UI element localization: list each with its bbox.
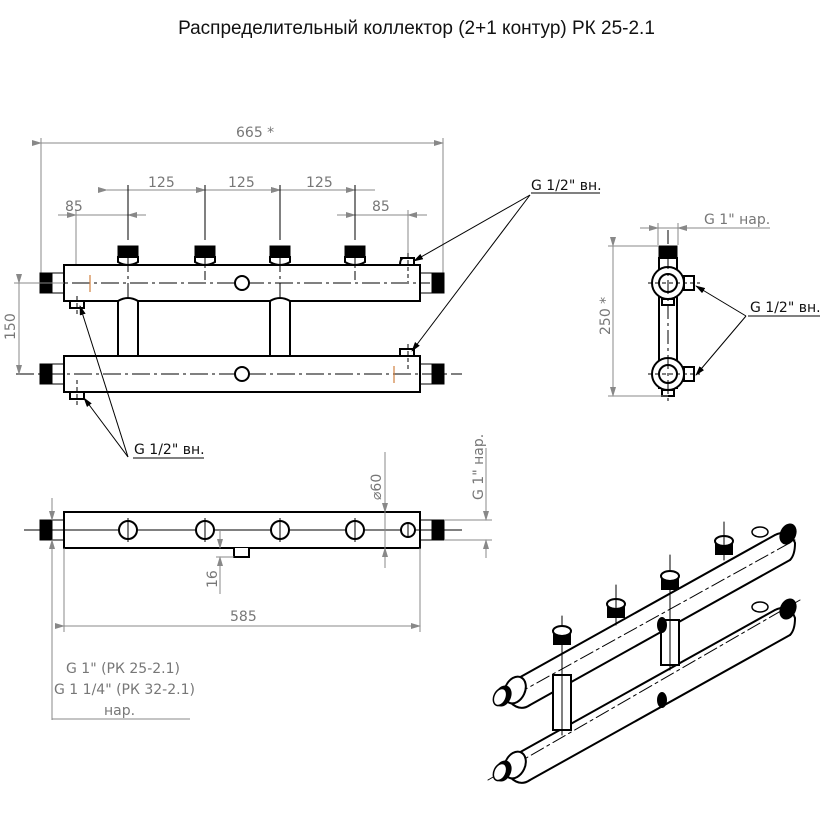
dim-spacing-2: 125 [148,175,175,191]
side-callout: G 1/2" вн. [750,300,821,316]
isometric-view [487,521,801,784]
top-dim-thread: G 1" нар. [471,434,487,500]
vent-port-top [398,257,415,266]
top-view-outlets [118,518,416,542]
bypass-tube-1 [117,297,139,361]
dim-spacing-5: 85 [372,199,390,215]
bypass-tube-2 [269,297,291,361]
sensor-port-bottom [234,366,250,382]
thread-note-line-3: нар. [104,703,135,719]
dim-diameter: 60 [369,474,385,492]
callout-bottom-left: G 1/2" вн. [134,442,205,458]
dim-length: 585 [230,609,257,625]
dim-spacing-3: 125 [228,175,255,191]
sensor-port-top [234,275,250,291]
side-dim-height: 250 * [598,297,614,335]
diameter-symbol: ⌀ [369,491,385,500]
front-view: 665 * 85 125 125 125 85 [3,125,602,459]
dim-spacing-4: 125 [306,175,333,191]
side-view: G 1" нар. 250 * G 1/2" вн. [598,212,821,405]
thread-note-line-2: G 1 1/4" (РК 32-2.1) [54,682,195,698]
dim-height-label: 150 [3,313,19,340]
drawing-title: Распределительный коллектор (2+1 контур)… [178,18,655,39]
callout-top-right: G 1/2" вн. [531,178,602,194]
dim-spacing-1: 85 [65,199,83,215]
dim-overall-label: 665 * [236,125,274,141]
vent-port-bottom [399,348,415,357]
svg-text:⌀60: ⌀60 [369,474,385,500]
side-dim-thread: G 1" нар. [704,212,770,228]
thread-fitting-right [431,272,445,294]
iso-outlets [552,521,769,645]
thread-note-line-1: G 1" (РК 25-2.1) [66,661,180,677]
outlet-fittings [117,245,366,266]
top-view: ⌀60 G 1" нар. 16 585 G 1" (РК 25-2.1) G … [24,434,492,720]
dim-offset: 16 [205,570,221,588]
